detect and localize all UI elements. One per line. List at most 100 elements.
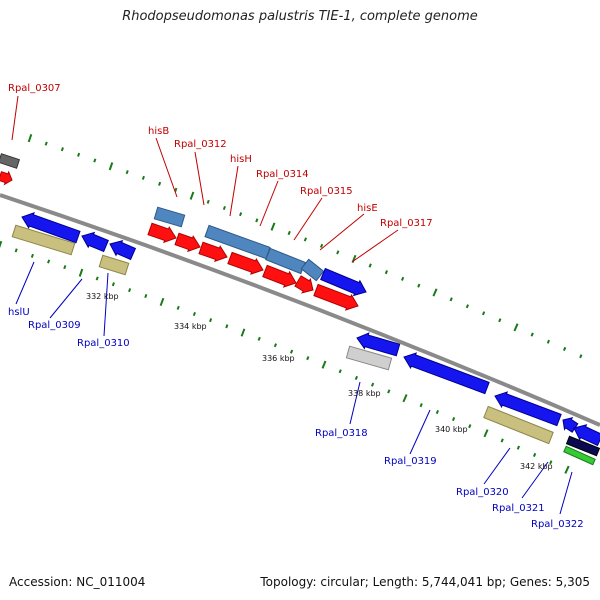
tick-marks: [0, 133, 583, 474]
gene-rpal-0310: [98, 254, 130, 276]
tick-upper: [93, 158, 97, 163]
gene-label-rpal-0314: Rpal_0314: [256, 169, 309, 180]
accession-text: Accession: NC_011004: [9, 575, 146, 589]
tick-lower: [176, 305, 180, 310]
tick-lower: [306, 356, 310, 361]
tick-lower: [209, 318, 213, 323]
gene-label-rpal-0319: Rpal_0319: [384, 456, 437, 467]
gene-label-rpal-0309: Rpal_0309: [28, 320, 81, 331]
tick-lower: [321, 360, 327, 369]
tick-lower: [144, 293, 148, 299]
leader-hisb: [155, 137, 178, 198]
tick-lower: [468, 424, 472, 429]
leader-hslu: [15, 261, 35, 305]
tick-upper: [449, 297, 453, 302]
tick-upper: [530, 332, 534, 337]
tick-upper: [77, 152, 81, 157]
tick-lower: [419, 403, 423, 408]
gene-hise: [294, 275, 314, 294]
tick-lower: [483, 429, 489, 438]
map-title: Rhodopseudomonas palustris TIE-1, comple…: [122, 9, 478, 24]
gene-rpal-0320-block: [483, 405, 554, 445]
tick-upper: [417, 283, 421, 288]
gene-grey-left: [0, 153, 21, 169]
tick-lower: [30, 253, 34, 258]
leader-rpal-0314: [259, 180, 279, 227]
gene-features: [0, 153, 600, 466]
gene-rpal-0315-block: [265, 247, 306, 275]
gene-label-hise: hisE: [357, 203, 378, 214]
tick-upper: [158, 181, 162, 186]
tick-upper: [27, 133, 33, 143]
tick-lower: [192, 311, 196, 317]
tick-lower: [78, 268, 84, 277]
gene-rpal-0309: [81, 231, 109, 253]
gene-rpal-0321: [565, 435, 600, 457]
gene-hslu-block: [11, 224, 76, 256]
gene-label-hslu: hslU: [8, 307, 30, 318]
tick-lower: [370, 382, 375, 387]
leader-rpal-0322: [559, 471, 573, 515]
gene-rpal-0312: [174, 232, 201, 253]
tick-upper: [108, 162, 114, 171]
tick-upper: [465, 304, 470, 309]
tick-upper: [255, 218, 259, 223]
tick-upper: [384, 270, 389, 275]
genome-backbone: [0, 193, 600, 427]
tick-lower: [435, 410, 440, 415]
gene-rpal-0320: [494, 391, 562, 427]
leader-rpal-0319: [409, 409, 431, 455]
tick-upper: [303, 237, 308, 242]
tick-lower: [159, 297, 165, 307]
tick-lower: [549, 460, 553, 465]
gene-label-rpal-0322: Rpal_0322: [531, 519, 584, 530]
gene-label-rpal-0318: Rpal_0318: [315, 428, 368, 439]
gene-hish: [198, 241, 228, 263]
gene-rpal-0317-block: [320, 267, 367, 297]
gene-label-rpal-0317: Rpal_0317: [380, 218, 433, 229]
scale-label-334: 334 kbp: [174, 322, 207, 331]
tick-upper: [368, 263, 372, 268]
leader-rpal-0310: [103, 272, 109, 337]
tick-upper: [498, 318, 502, 323]
tick-upper: [239, 212, 243, 217]
tick-lower: [451, 417, 456, 422]
tick-upper: [400, 276, 405, 281]
scale-label-340: 340 kbp: [435, 425, 468, 434]
leader-rpal-0321: [521, 461, 549, 499]
tick-lower: [354, 375, 359, 380]
gene-hisb: [147, 222, 177, 244]
tick-lower: [128, 288, 132, 293]
scale-label-338: 338 kbp: [348, 389, 381, 398]
scale-label-332: 332 kbp: [86, 292, 119, 301]
tick-lower: [273, 343, 278, 348]
gene-label-rpal-0320: Rpal_0320: [456, 487, 509, 498]
tick-upper: [432, 288, 438, 297]
leader-rpal-0309: [49, 278, 83, 319]
gene-hisb-block: [153, 206, 186, 228]
tick-upper: [562, 346, 567, 351]
leader-rpal-0317: [351, 229, 399, 263]
gene-label-rpal-0307: Rpal_0307: [8, 83, 61, 94]
tick-upper: [60, 147, 64, 152]
tick-lower: [47, 259, 51, 264]
gene-label-rpal-0321: Rpal_0321: [492, 503, 545, 514]
tick-upper: [319, 243, 324, 248]
tick-upper: [546, 339, 551, 344]
tick-lower: [402, 394, 408, 403]
gene-rpal-0318-block: [345, 345, 393, 371]
gene-rpal-0319: [403, 352, 490, 395]
gene-rpal-0315: [262, 264, 297, 288]
gene-rpal-0314: [227, 251, 264, 275]
tick-lower: [95, 276, 99, 281]
tick-lower: [225, 324, 229, 329]
gene-rpal-0318: [356, 332, 401, 357]
gene-label-rpal-0312: Rpal_0312: [174, 139, 227, 150]
tick-upper: [141, 175, 145, 180]
tick-upper: [336, 250, 340, 255]
tick-upper: [206, 199, 210, 204]
scale-label-336: 336 kbp: [262, 354, 295, 363]
tick-upper: [125, 170, 129, 175]
tick-lower: [338, 369, 342, 374]
